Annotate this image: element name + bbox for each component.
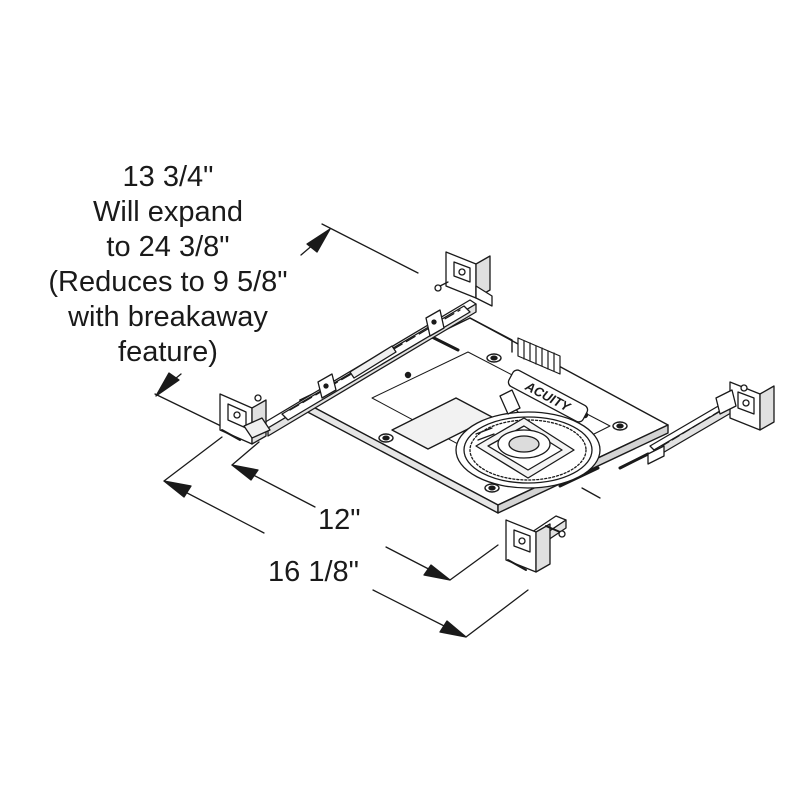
width-dimension-line-3: to 24 3/8"	[106, 231, 230, 263]
extension-line-12-left	[231, 441, 260, 466]
width-dimension-line-1: 13 3/4"	[122, 161, 214, 193]
plate-hole-center	[616, 423, 624, 429]
plate-hole-center	[490, 355, 498, 361]
plate-rivet	[404, 371, 412, 379]
front-rail-tab	[581, 487, 601, 499]
plate-hole	[378, 433, 394, 443]
width-dimension-label: 13 3/4" Will expand to 24 3/8" (Reduces …	[18, 160, 318, 370]
corner-bracket-right	[715, 381, 775, 431]
aperture-ring-inner	[463, 416, 593, 484]
corner-bracket-front	[505, 519, 566, 573]
extension-line-16-right	[465, 589, 529, 638]
arrowhead-12-right	[423, 564, 451, 581]
width-dimension-line-4: (Reduces to 9 5/8"	[48, 266, 288, 298]
extension-line-bottom	[154, 393, 222, 427]
plate-hole	[612, 421, 628, 431]
plate-slot-rear	[428, 334, 460, 352]
extension-line-12-right	[449, 544, 499, 581]
arrowhead-16-right	[439, 620, 467, 638]
aperture-assembly	[455, 389, 601, 489]
plate-hole-center	[488, 485, 496, 491]
width-dimension-line-6: feature)	[118, 336, 218, 368]
aperture-scale-mark	[475, 427, 493, 435]
dimension-16in-line	[163, 436, 529, 638]
heat-sink	[517, 337, 561, 375]
corner-bracket-rear	[434, 251, 493, 307]
left-bar-hanger	[261, 299, 477, 437]
arrowhead-12-left	[231, 464, 259, 481]
reflector-throat	[508, 435, 540, 453]
width-dimension-line	[154, 223, 419, 427]
depth-dimension-inner-label: 12"	[318, 504, 361, 536]
extension-line-16-left	[163, 436, 223, 482]
arrowhead-16-left	[163, 480, 192, 498]
plate-hole-center	[382, 435, 390, 441]
width-dimension-line-5: with breakaway	[68, 301, 268, 333]
rail-slot	[349, 345, 397, 379]
extension-line-top	[321, 223, 419, 274]
plate-slot-right	[618, 452, 650, 470]
plate-rear-flange	[469, 317, 513, 353]
dimension-12in-line	[231, 441, 499, 581]
width-dimension-line-2: Will expand	[93, 196, 243, 228]
aperture-scale-mark	[477, 433, 495, 441]
arrowhead-lower	[155, 372, 180, 397]
mounting-plate	[299, 317, 669, 514]
corner-bracket-left	[219, 393, 271, 445]
adjust-tab-plate	[499, 389, 521, 415]
rail-clip	[647, 445, 665, 465]
arrowhead-upper	[306, 228, 331, 253]
right-bar-hanger	[647, 397, 737, 465]
depth-dimension-outer-label: 16 1/8"	[268, 556, 359, 588]
plate-hole	[484, 483, 500, 493]
plate-hole	[486, 353, 502, 363]
